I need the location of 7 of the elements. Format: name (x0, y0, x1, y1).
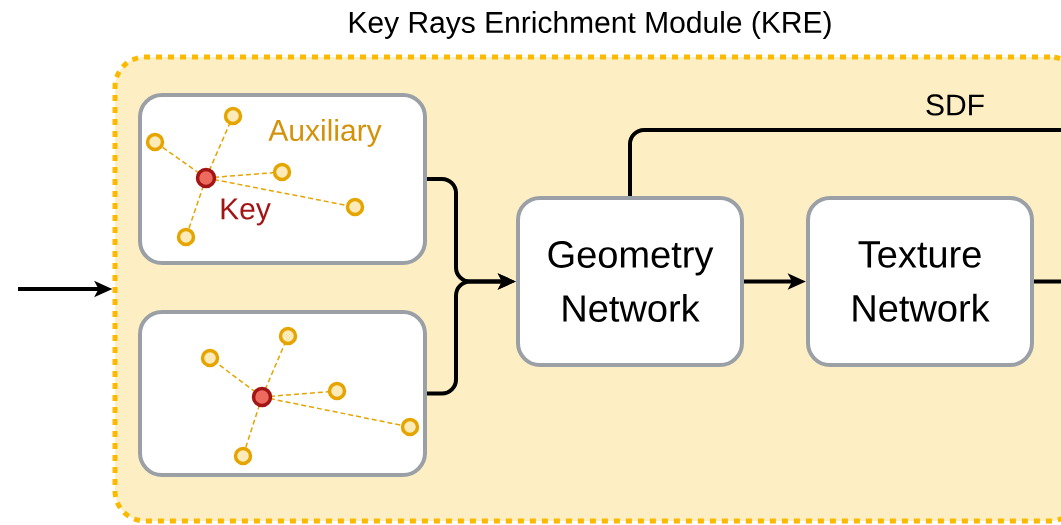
ray-panel (138, 310, 427, 477)
point-label: Key (221, 198, 271, 226)
module-title: Key Rays Enrichment Module (KRE) (349, 11, 831, 39)
point-label: Auxiliary (268, 119, 382, 147)
edge-label: SDF (923, 92, 987, 118)
network-box: Geometry Network (516, 196, 744, 367)
network-box: Texture Network (806, 196, 1034, 367)
